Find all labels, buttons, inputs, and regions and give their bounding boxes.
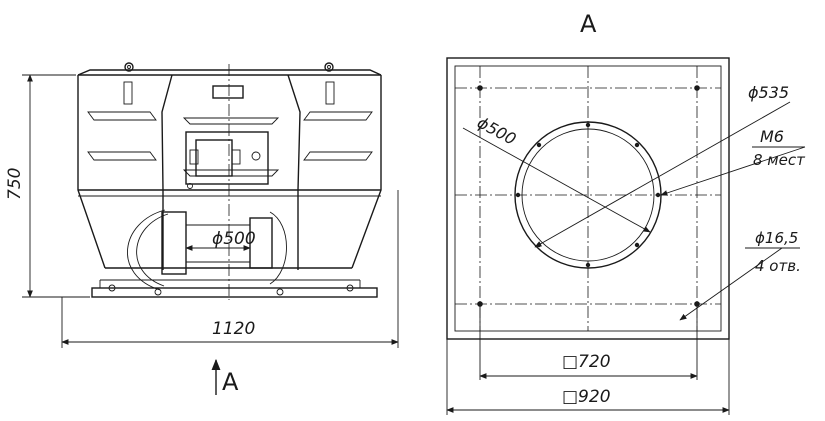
louvers-right (303, 111, 373, 161)
base-frame (91, 287, 378, 298)
dim-inner-square: □720 (479, 304, 698, 380)
dim-inlet-label: ϕ500 (212, 229, 256, 249)
section-view-title: A (580, 10, 597, 38)
dim-outer-square-label: □920 (562, 387, 611, 407)
view-arrow: A (211, 358, 239, 396)
dim-width: 1120 (61, 190, 399, 348)
diameter-line-535 (534, 101, 791, 248)
name-plate-center (212, 85, 244, 99)
dim-height-label: 750 (5, 168, 25, 200)
panel-divider-left (161, 74, 173, 191)
housing-upper-right (351, 75, 382, 269)
housing-upper-left (77, 75, 106, 269)
louvers-left (87, 111, 157, 161)
view-arrow-label: A (222, 368, 239, 396)
section-view: A (446, 10, 806, 415)
dim-height: 750 (5, 74, 90, 298)
dim-outer-circle-label: ϕ535 (748, 83, 789, 102)
outer-square (446, 57, 730, 340)
panel-divider-right (287, 74, 301, 191)
bolt-callout: M6 8 мест (660, 127, 806, 196)
hole-size-label: ϕ16,5 (755, 229, 798, 247)
lifting-eye-right (324, 62, 334, 72)
front-view: 750 1120 ϕ500 A (5, 62, 399, 396)
dim-inlet: ϕ500 (185, 229, 256, 251)
diameter-line-500 (462, 127, 651, 233)
name-plate-right (325, 81, 335, 105)
motor-terminal-box (185, 131, 269, 189)
dim-outer-square: □920 (446, 339, 730, 415)
housing-roof (77, 69, 382, 76)
base-bolts (108, 284, 354, 296)
bolt-count-label: 8 мест (753, 151, 806, 169)
dim-inner-circle-label: ϕ500 (474, 113, 519, 149)
inner-circle (521, 128, 655, 262)
dim-inner-square-label: □720 (562, 352, 611, 372)
bolt-size-label: M6 (760, 127, 784, 146)
corner-holes (477, 85, 700, 307)
dim-width-label: 1120 (212, 319, 255, 339)
fan-impeller (127, 209, 287, 291)
lifting-eye-left (124, 62, 134, 72)
hole-count-label: 4 отв. (755, 257, 801, 275)
louvers-center (182, 117, 280, 177)
name-plate-left (123, 81, 133, 105)
